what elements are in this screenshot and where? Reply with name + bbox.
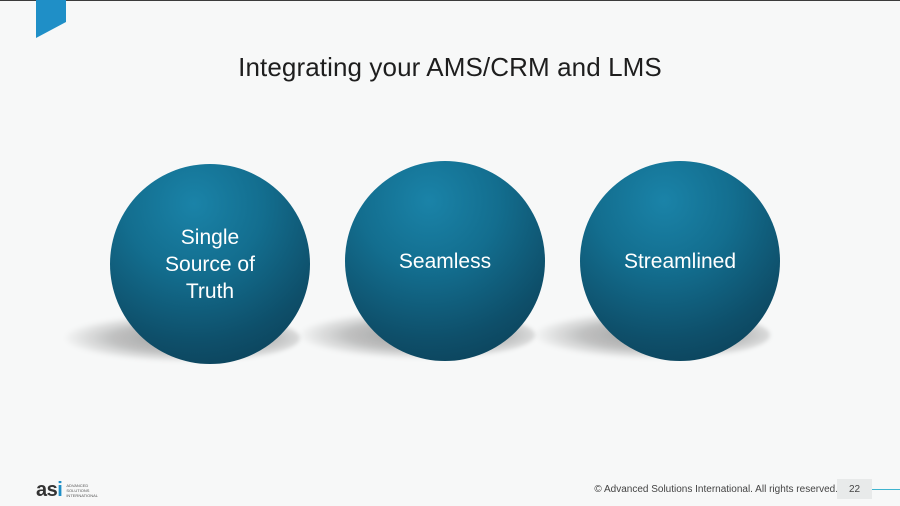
page-number: 22 [837,479,872,499]
circle-item-streamlined: Streamlined [535,161,780,391]
logo-mark-as: as [36,479,58,501]
circle-streamlined: Streamlined [580,161,780,361]
logo-text: ADVANCED SOLUTIONS INTERNATIONAL [66,482,99,498]
slide-title: Integrating your AMS/CRM and LMS [238,52,662,82]
circle-item-single-source: Single Source of Truth [65,164,310,394]
page-number-line [872,489,900,490]
circle-single-source: Single Source of Truth [110,164,310,364]
corner-flag-icon [36,0,66,38]
asi-logo: asi ADVANCED SOLUTIONS INTERNATIONAL [36,480,98,500]
logo-mark-i: i [57,479,63,501]
circle-label: Single Source of Truth [165,225,255,303]
circle-seamless: Seamless [345,161,545,361]
circle-item-seamless: Seamless [300,161,545,391]
logo-mark: asi [36,479,63,501]
top-border-line [0,0,900,1]
circle-label: Streamlined [623,249,737,273]
circle-label: Seamless [398,249,492,273]
copyright-notice: © Advanced Solutions International. All … [594,484,838,495]
